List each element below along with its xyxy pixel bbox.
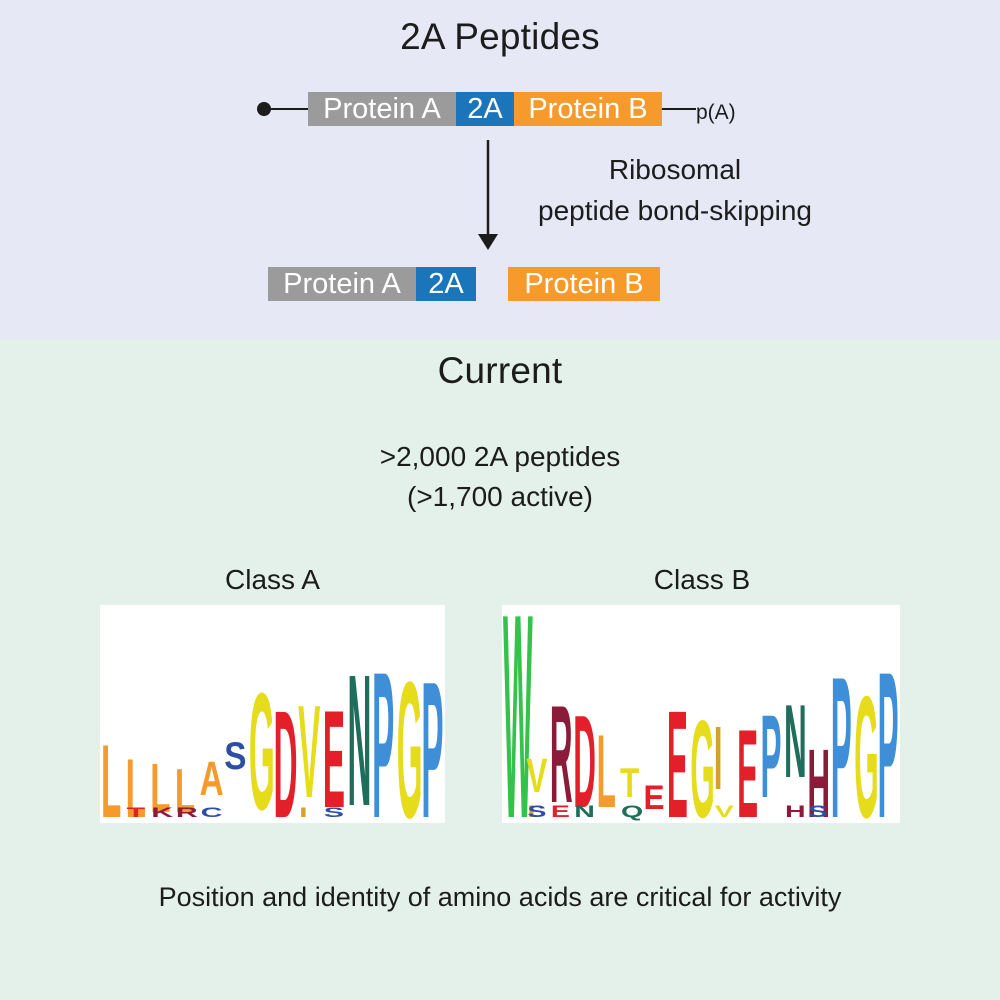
logo-b-residue-h: H bbox=[807, 731, 830, 823]
caption: Position and identity of amino acids are… bbox=[158, 882, 842, 912]
construct-connector-lines bbox=[257, 102, 696, 116]
logo-b-minor-residue: V bbox=[715, 802, 735, 821]
logo-b-residue-v: V bbox=[526, 748, 548, 803]
logo-b-residue-g: G bbox=[854, 661, 878, 823]
logo-b-residue-p: P bbox=[761, 692, 782, 823]
logo-a-residue-d: D bbox=[274, 680, 298, 823]
product-protein-b: Protein B bbox=[508, 267, 660, 301]
polya-label: p(A) bbox=[696, 101, 736, 124]
logo-a-residue-p: P bbox=[421, 641, 443, 823]
logo-b-minor-residue: H bbox=[785, 802, 806, 821]
logo-b-minor-residue: E bbox=[551, 802, 570, 821]
logo-a-residue-g: G bbox=[397, 641, 423, 823]
logo-b-minor-residue: I bbox=[527, 802, 535, 821]
logo-a-minor-residue: T bbox=[127, 805, 146, 820]
logo-a-residue-e: E bbox=[323, 683, 345, 823]
process-label-line1: Ribosomal bbox=[608, 154, 742, 185]
top-panel: 2A Peptides Protein A 2A Protein B p(A) … bbox=[0, 0, 1000, 340]
logo-b-residue-w: W bbox=[503, 605, 533, 823]
logo-b-residue-e: E bbox=[737, 705, 758, 823]
logo-a-residue-s: S bbox=[224, 734, 246, 778]
logo-b-residue-t: T bbox=[620, 760, 640, 806]
logo-b-minor-residue: Q bbox=[621, 802, 643, 821]
down-arrow-icon bbox=[478, 140, 498, 250]
product-protein-a: Protein A bbox=[268, 267, 416, 301]
logo-a-minor-residue: R bbox=[176, 805, 198, 820]
panel-title-current: Current bbox=[437, 350, 563, 391]
class-a-label: Class A bbox=[225, 564, 320, 595]
logo-b-residue-i: I bbox=[714, 709, 723, 809]
logo-a-residue-g: G bbox=[249, 659, 275, 823]
logo-b-residue-r: R bbox=[550, 678, 573, 823]
logo-a-minor-residue: C bbox=[201, 805, 223, 820]
logo-b-residue-n: N bbox=[784, 684, 807, 800]
construct-protein-a: Protein A bbox=[308, 92, 456, 126]
logo-b-residue-e: E bbox=[643, 779, 664, 818]
peptide-count: >2,000 2A peptides bbox=[379, 441, 621, 472]
process-label-line2: peptide bond-skipping bbox=[538, 195, 812, 226]
logo-a-residue-l: L bbox=[175, 756, 195, 823]
logo-a-residue-l: L bbox=[101, 724, 121, 823]
logo-b-minor-residue: S bbox=[808, 802, 827, 821]
logo-a-residue-v: V bbox=[298, 679, 320, 823]
logo-a-residue-l: L bbox=[150, 750, 170, 823]
construct-protein-b: Protein B bbox=[514, 92, 662, 126]
logo-a-residue-l: L bbox=[126, 743, 146, 823]
panel-title-2a-peptides: 2A Peptides bbox=[400, 16, 600, 57]
logo-a-residue-a: A bbox=[200, 751, 224, 806]
logo-a-residue-p: P bbox=[372, 628, 394, 823]
logo-b-minor-residue: S bbox=[527, 802, 546, 821]
logo-a-minor-residue: K bbox=[151, 805, 173, 820]
logo-a-minor-residue: I bbox=[299, 805, 307, 820]
product-2a: 2A bbox=[416, 267, 476, 301]
active-count: (>1,700 active) bbox=[407, 481, 593, 512]
logo-a-residue-n: N bbox=[347, 635, 371, 823]
logo-b-minor-residue: N bbox=[574, 802, 595, 821]
logo-b-residue-d: D bbox=[573, 689, 596, 823]
construct-2a: 2A bbox=[456, 92, 514, 126]
class-b-label: Class B bbox=[653, 564, 751, 595]
logo-b-residue-p: P bbox=[831, 635, 852, 823]
logo-b-residue-e: E bbox=[667, 680, 688, 823]
logo-b-residue-l: L bbox=[597, 714, 616, 823]
logo-b-residue-g: G bbox=[690, 693, 714, 823]
logo-b-residue-p: P bbox=[878, 628, 899, 823]
logo-a-minor-residue: S bbox=[324, 805, 344, 820]
